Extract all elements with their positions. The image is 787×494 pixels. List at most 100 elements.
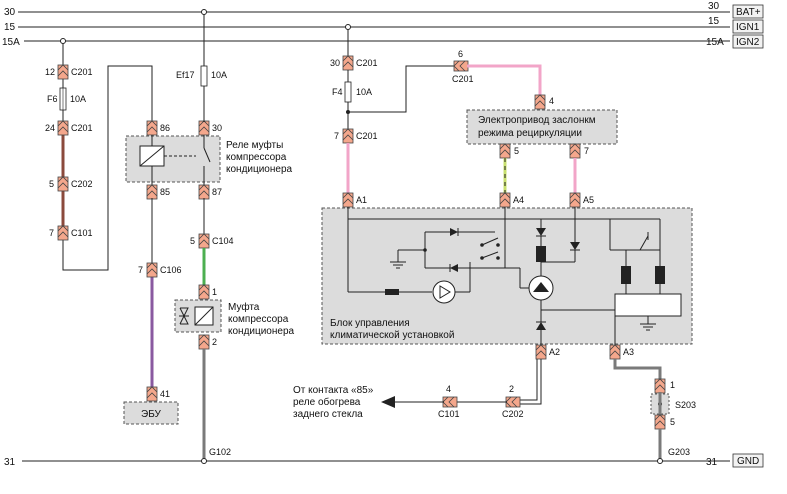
connector-c201-24 bbox=[57, 120, 69, 136]
fuse-f6-name: F6 bbox=[47, 94, 58, 104]
c104-name: C104 bbox=[212, 236, 234, 246]
connector-clutch-2 bbox=[198, 334, 210, 350]
c201-f4bot-pin: 7 bbox=[334, 131, 339, 141]
rear-defrost-line1: От контакта «85» bbox=[293, 385, 374, 396]
compressor-clutch bbox=[174, 299, 222, 333]
rail-30-left-label: 30 bbox=[4, 7, 16, 18]
relay-pin-86: 86 bbox=[160, 123, 170, 133]
rear-defrost-line2: реле обогрева bbox=[293, 396, 361, 408]
c201-mid-name: C201 bbox=[71, 123, 93, 133]
rail-30: 30 30 BAT+ bbox=[4, 1, 764, 19]
clutch-pin-2: 2 bbox=[212, 337, 217, 347]
fuse-ef17-name: Ef17 bbox=[176, 70, 195, 80]
clutch-label-line1: Муфта bbox=[228, 301, 260, 313]
c201-f4top-pin: 30 bbox=[330, 58, 340, 68]
rear-defrost-line3: заднего стекла bbox=[293, 409, 363, 420]
rail-15: 15 15 IGN1 bbox=[4, 16, 764, 34]
connector-ecu-41 bbox=[146, 386, 158, 402]
ground-g203: G203 bbox=[668, 447, 690, 457]
wire-pink-act4 bbox=[467, 64, 542, 96]
c101-pin: 7 bbox=[49, 228, 54, 238]
rail-15a: 15A 15A IGN2 bbox=[2, 34, 764, 49]
connector-a5 bbox=[569, 192, 581, 208]
clutch-pin-1: 1 bbox=[212, 287, 217, 297]
fuse-ef17-body bbox=[200, 65, 208, 87]
fuse-f4-body bbox=[344, 81, 352, 103]
relay-pin-30: 30 bbox=[212, 123, 222, 133]
rail-15a-box-label: IGN2 bbox=[736, 37, 760, 48]
fuse-ef17-rating: 10A bbox=[211, 70, 227, 80]
c201-f4bot-name: C201 bbox=[356, 131, 378, 141]
fuse-f4-rating: 10A bbox=[356, 87, 372, 97]
c202-2-pin: 2 bbox=[509, 384, 514, 394]
wire-gray-a3 bbox=[613, 359, 662, 380]
c101-4-pin: 4 bbox=[446, 384, 451, 394]
actuator-pin-7: 7 bbox=[584, 146, 589, 156]
fuse-f6-rating: 10A bbox=[70, 94, 86, 104]
rail-15a-right-label: 15A bbox=[706, 37, 724, 48]
rail-31-right-label: 31 bbox=[706, 457, 718, 468]
c106-name: C106 bbox=[160, 265, 182, 275]
connector-s203-1 bbox=[654, 378, 666, 394]
fuse-f4-name: F4 bbox=[332, 87, 343, 97]
connector-c104-5 bbox=[198, 233, 210, 249]
s203-pin-1: 1 bbox=[670, 380, 675, 390]
actuator-pin-5: 5 bbox=[514, 146, 519, 156]
rail-15a-left-label: 15A bbox=[2, 37, 20, 48]
clutch-label-line2: компрессора bbox=[228, 314, 289, 325]
c202-pin: 5 bbox=[49, 179, 54, 189]
relay-pin-87: 87 bbox=[212, 187, 222, 197]
c101-4-name: C101 bbox=[438, 409, 460, 419]
pin-a4: A4 bbox=[513, 195, 524, 205]
rail-30-right-label: 30 bbox=[708, 1, 720, 12]
relay-label-line2: компрессора bbox=[226, 152, 287, 163]
connector-c201-6 bbox=[453, 60, 469, 72]
connector-c202-2 bbox=[505, 396, 521, 408]
c201-mid-pin: 24 bbox=[45, 123, 55, 133]
c201-6-name: C201 bbox=[452, 74, 474, 84]
connector-s203-5 bbox=[654, 414, 666, 430]
c201-f4top-name: C201 bbox=[356, 58, 378, 68]
clutch-label-line3: кондиционера bbox=[228, 326, 295, 337]
connector-actuator-4 bbox=[534, 94, 546, 110]
c106-pin: 7 bbox=[138, 265, 143, 275]
connector-c101-4 bbox=[442, 396, 458, 408]
rail-31-left-label: 31 bbox=[4, 457, 16, 468]
connector-relay-87 bbox=[198, 184, 210, 200]
pin-a1: A1 bbox=[356, 195, 367, 205]
c202-2-name: C202 bbox=[502, 409, 524, 419]
connector-c201-30 bbox=[342, 55, 354, 71]
c101-name: C101 bbox=[71, 228, 93, 238]
ecu-label: ЭБУ bbox=[141, 409, 162, 420]
c202-name: C202 bbox=[71, 179, 93, 189]
rail-30-box-label: BAT+ bbox=[736, 7, 761, 18]
rail-15-left-label: 15 bbox=[4, 22, 16, 33]
c201-top-name: C201 bbox=[71, 67, 93, 77]
connector-c201-7 bbox=[342, 128, 354, 144]
connector-actuator-7 bbox=[569, 143, 581, 159]
pin-a5: A5 bbox=[583, 195, 594, 205]
ecu-pin-41: 41 bbox=[160, 389, 170, 399]
connector-a4 bbox=[499, 192, 511, 208]
connector-actuator-5 bbox=[499, 143, 511, 159]
rail-15-right-label: 15 bbox=[708, 16, 720, 27]
left-branch bbox=[59, 38, 153, 271]
climate-control-unit bbox=[321, 207, 693, 348]
arrow-rear-defrost bbox=[381, 396, 395, 408]
connector-c201-12 bbox=[57, 64, 69, 80]
rail-15-box-label: IGN1 bbox=[736, 22, 760, 33]
connector-relay-30 bbox=[198, 120, 210, 136]
connector-relay-86 bbox=[146, 120, 158, 136]
relay-pin-85: 85 bbox=[160, 187, 170, 197]
connector-c101-7 bbox=[57, 225, 69, 241]
connector-a3 bbox=[609, 344, 621, 360]
connector-a1 bbox=[342, 192, 354, 208]
actuator-label-line1: Электропривод заслонкм bbox=[478, 115, 596, 126]
c104-pin: 5 bbox=[190, 236, 195, 246]
connector-a2 bbox=[535, 344, 547, 360]
control-unit-label-line1: Блок управления bbox=[330, 318, 410, 329]
connector-relay-85 bbox=[146, 184, 158, 200]
connector-c202-5 bbox=[57, 176, 69, 192]
control-unit-label-line2: климатической установкой bbox=[330, 330, 454, 341]
